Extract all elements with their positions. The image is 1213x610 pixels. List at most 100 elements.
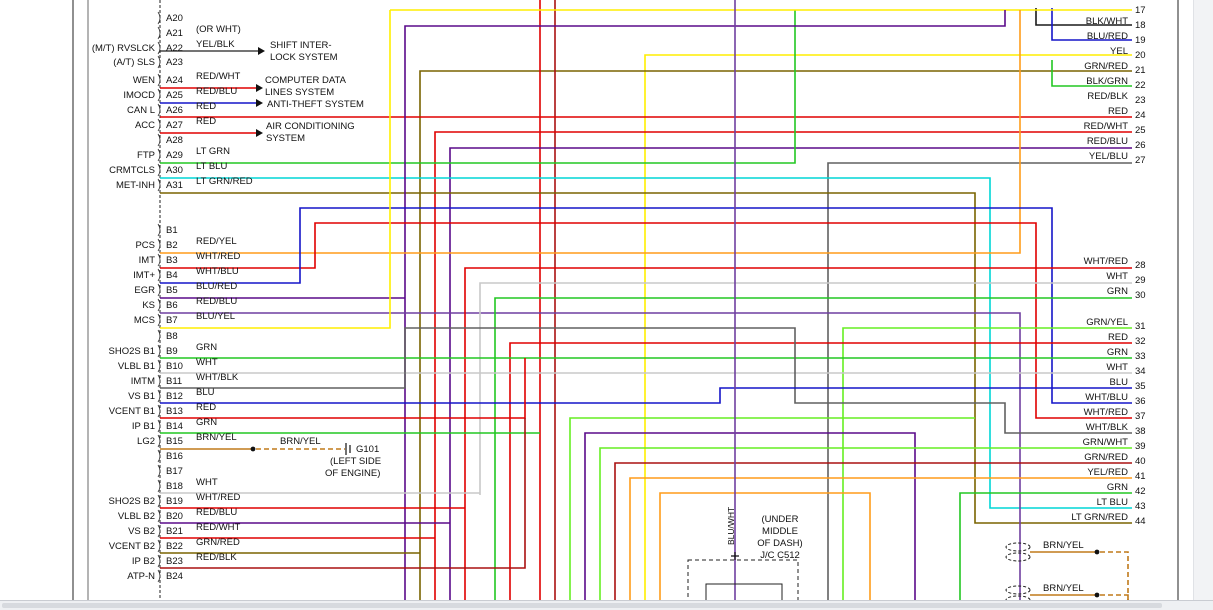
wire-pin-41 <box>629 477 1132 600</box>
pin-bracket <box>157 509 161 523</box>
right-pin-number: 33 <box>1135 351 1146 362</box>
right-wire-color-label: LT BLU <box>1097 497 1128 508</box>
pin-bracket <box>157 419 161 433</box>
right-pin-number: 26 <box>1135 140 1146 151</box>
pin-number: B1 <box>166 225 178 236</box>
right-pin-number: 30 <box>1135 290 1146 301</box>
g101-wire-label: BRN/YEL <box>280 436 321 447</box>
pin-bracket <box>157 539 161 553</box>
pin-bracket <box>157 524 161 538</box>
wire-pin-26 <box>449 147 1132 600</box>
wire-a29 <box>160 10 796 164</box>
wire-pin-18 <box>1035 8 1132 26</box>
pin-function-label: ATP-N <box>127 571 155 582</box>
pin-function-label: MET-INH <box>116 180 155 191</box>
wire-pin-19 <box>1051 8 1132 41</box>
right-wire-color-label: RED <box>1108 106 1128 117</box>
pin-number: B16 <box>166 451 183 462</box>
wire-color-label: RED/WHT <box>196 522 241 533</box>
right-pin-number: 42 <box>1135 486 1146 497</box>
right-pin-number: 36 <box>1135 396 1146 407</box>
horizontal-scrollbar-thumb[interactable] <box>2 603 1162 608</box>
right-wire-color-label: WHT/BLK <box>1086 422 1129 433</box>
pin-number: B13 <box>166 406 183 417</box>
right-pin-number: 18 <box>1135 20 1146 31</box>
wire-pin-22 <box>1051 60 1132 87</box>
wire-b11 <box>160 327 1132 434</box>
g101-location-1: (LEFT SIDE <box>330 456 381 467</box>
pin-bracket <box>157 344 161 358</box>
brn-yel-connector-1-label: BRN/YEL <box>1043 540 1084 551</box>
pin-number: B21 <box>166 526 183 537</box>
wire-pin-32 <box>509 342 1132 600</box>
pin-function-label: VCENT B2 <box>109 541 155 552</box>
pin-function-label: LG2 <box>137 436 155 447</box>
wire-color-label: RED/BLK <box>196 552 237 563</box>
jc-connector-mark <box>731 552 739 560</box>
right-wire-color-label: RED <box>1108 332 1128 343</box>
pin-number: A29 <box>166 150 183 161</box>
pin-bracket <box>157 434 161 448</box>
pin-bracket <box>157 88 161 102</box>
right-pin-number: 39 <box>1135 441 1146 452</box>
wire-color-label: WHT/RED <box>196 492 240 503</box>
right-pin-number: 25 <box>1135 125 1146 136</box>
brn-yel-connector-2-label: BRN/YEL <box>1043 583 1084 594</box>
vertical-scrollbar[interactable] <box>1193 0 1213 600</box>
wire-color-label: BLU/YEL <box>196 311 235 322</box>
pin-number: B17 <box>166 466 183 477</box>
right-wire-color-label: BLU <box>1110 377 1129 388</box>
brn-yel-connector-2-top <box>1005 585 1031 595</box>
wire-vio-loop <box>584 432 916 600</box>
wire-color-label: WHT/RED <box>196 251 240 262</box>
pin-function-label: VLBL B2 <box>118 511 155 522</box>
pin-number: B22 <box>166 541 183 552</box>
pin-function-label: WEN <box>133 75 155 86</box>
right-pin-number: 20 <box>1135 50 1146 61</box>
pin-function-label: SHO2S B1 <box>109 346 155 357</box>
anti-theft-label: ANTI-THEFT SYSTEM <box>267 99 364 110</box>
right-wire-color-label: RED/WHT <box>1084 121 1129 132</box>
jc-label-1: (UNDER <box>762 514 799 525</box>
brn-yel-connector-1-dashed <box>1100 551 1129 600</box>
right-pin-number: 29 <box>1135 275 1146 286</box>
pin-number: B2 <box>166 240 178 251</box>
pin-number: A31 <box>166 180 183 191</box>
wire-color-label: LT GRN/RED <box>196 176 253 187</box>
horizontal-scrollbar[interactable] <box>0 600 1213 610</box>
brn-yel-connector-2-dot <box>1094 592 1100 598</box>
jc-wire-label: BLU/WHT <box>726 507 736 545</box>
wire-color-label: GRN <box>196 342 217 353</box>
pin-number: A23 <box>166 57 183 68</box>
pin-function-label: IP B1 <box>132 421 155 432</box>
pin-bracket <box>157 268 161 282</box>
pin-bracket <box>157 148 161 162</box>
wire-pin-25 <box>434 131 1132 600</box>
air-conditioning-label-1: AIR CONDITIONING <box>266 121 355 132</box>
pin-bracket <box>157 55 161 69</box>
pin-function-label: VLBL B1 <box>118 361 155 372</box>
right-wire-color-label: GRN <box>1107 286 1128 297</box>
wire-b12 <box>160 387 1132 404</box>
wire-color-label: RED/BLU <box>196 507 237 518</box>
pin-function-label: FTP <box>137 150 155 161</box>
wire-color-label: RED <box>196 116 216 127</box>
wire-color-label: WHT/BLK <box>196 372 239 383</box>
wire-pin-30 <box>494 297 1132 600</box>
pin-function-label: VS B2 <box>128 526 155 537</box>
pin-number: B5 <box>166 285 178 296</box>
pin-bracket <box>157 26 161 40</box>
pin-number: B3 <box>166 255 178 266</box>
shift-interlock-label-1: SHIFT INTER- <box>270 40 332 51</box>
pin-bracket <box>157 223 161 237</box>
wire-color-label: BRN/YEL <box>196 432 237 443</box>
pin-bracket <box>157 313 161 327</box>
wire-color-label: RED/WHT <box>196 71 241 82</box>
pin-bracket <box>157 494 161 508</box>
pin-bracket <box>157 178 161 192</box>
wire-color-label: RED/BLU <box>196 86 237 97</box>
pin-function-label: MCS <box>134 315 155 326</box>
wire-orange-loop <box>659 492 871 600</box>
